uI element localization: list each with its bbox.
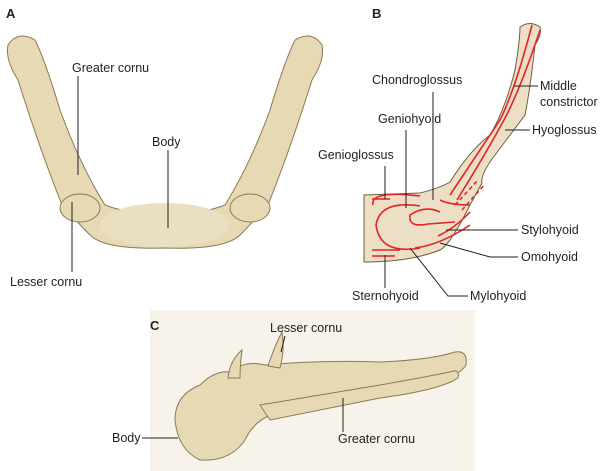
label-middle-constrictor-line1: Middle: [540, 79, 577, 93]
label-omohyoid: Omohyoid: [521, 250, 578, 264]
label-body: Body: [152, 135, 181, 149]
label-hyoglossus: Hyoglossus: [532, 123, 597, 137]
lesser-cornu-right: [229, 193, 271, 223]
label-c-lesser-cornu: Lesser cornu: [270, 321, 342, 335]
lesser-cornu-left-c: [227, 348, 243, 379]
panel-a: A Greater cornu Body Lesser cornu: [6, 6, 323, 289]
leader-mylohyoid: [409, 247, 468, 297]
label-geniohyoid: Geniohyoid: [378, 112, 441, 126]
lesser-cornu-right-c: [267, 330, 284, 369]
label-genioglossus: Genioglossus: [318, 148, 394, 162]
label-mylohyoid: Mylohyoid: [470, 289, 526, 303]
panel-a-letter: A: [6, 6, 16, 21]
label-chondroglossus: Chondroglossus: [372, 73, 462, 87]
leader-c-lesser-cornu: [280, 335, 286, 353]
hyoid-body: [100, 203, 230, 247]
panel-c-letter: C: [150, 318, 160, 333]
lesser-cornu-left: [59, 193, 101, 223]
label-c-body: Body: [112, 431, 141, 445]
label-c-greater-cornu: Greater cornu: [338, 432, 415, 446]
label-middle-constrictor-line2: constrictor: [540, 95, 598, 109]
leader-omohyoid: [439, 242, 518, 258]
label-greater-cornu: Greater cornu: [72, 61, 149, 75]
greater-cornu-c: [259, 370, 459, 421]
panel-b-letter: B: [372, 6, 381, 21]
label-lesser-cornu: Lesser cornu: [10, 275, 82, 289]
label-stylohyoid: Stylohyoid: [521, 223, 579, 237]
panel-b: B Chondroglossus Geniohyoid Genioglossus…: [318, 6, 598, 303]
panel-c: C Lesser cornu Body Greater cornu: [112, 310, 475, 471]
hyoid-muscle-attachments: [363, 23, 541, 263]
label-sternohyoid: Sternohyoid: [352, 289, 419, 303]
